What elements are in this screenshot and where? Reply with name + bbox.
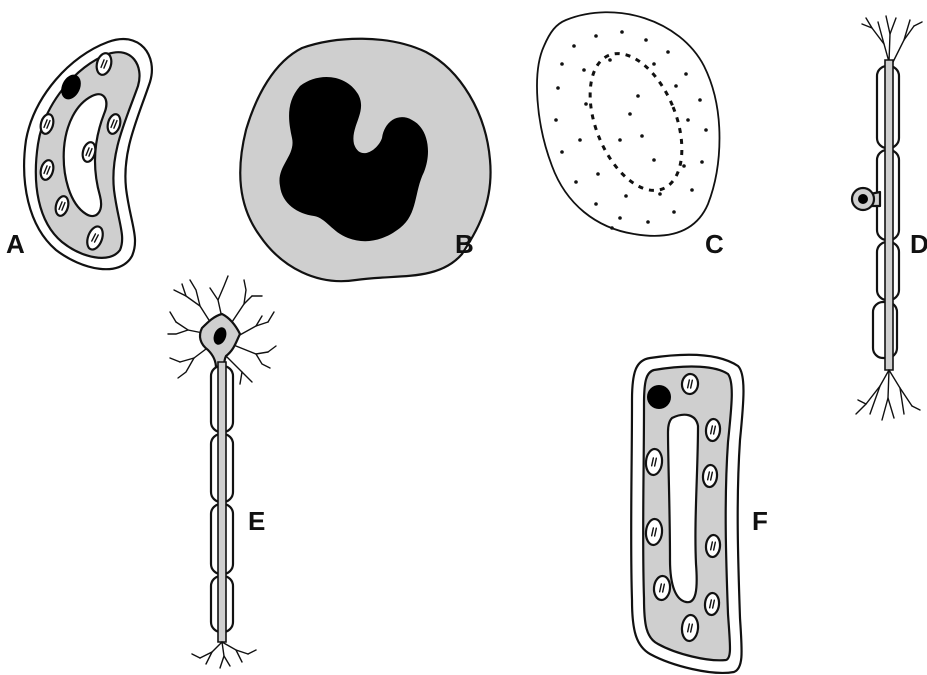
cell-b: B bbox=[240, 39, 490, 281]
cell-c: C bbox=[537, 12, 724, 259]
cell-c-label: C bbox=[705, 229, 724, 259]
cell-d-label: D bbox=[910, 229, 927, 259]
cell-c-dots bbox=[554, 30, 708, 230]
cell-a: A bbox=[6, 39, 152, 269]
cell-d-top-branches bbox=[862, 16, 922, 62]
cell-c-membrane bbox=[537, 12, 719, 236]
cell-d-bottom-branches bbox=[856, 370, 920, 420]
chloroplast bbox=[704, 592, 720, 615]
cell-d-axon bbox=[885, 60, 893, 370]
cell-e: E bbox=[168, 276, 276, 668]
cell-f: F bbox=[631, 355, 768, 673]
cell-c-inner-ring bbox=[572, 40, 700, 203]
cell-a-label: A bbox=[6, 229, 25, 259]
chloroplast bbox=[702, 464, 718, 487]
chloroplast bbox=[705, 418, 721, 441]
cell-e-terminals bbox=[192, 642, 256, 668]
chloroplast bbox=[705, 534, 721, 557]
cell-e-label: E bbox=[248, 506, 265, 536]
cell-b-label: B bbox=[455, 229, 474, 259]
cell-d: D bbox=[852, 16, 927, 420]
cell-f-label: F bbox=[752, 506, 768, 536]
cell-f-nucleus bbox=[647, 385, 671, 409]
chloroplast bbox=[681, 373, 699, 394]
cell-f-vacuole bbox=[668, 415, 698, 602]
cell-e-axon bbox=[218, 362, 226, 642]
cell-d-cell-body bbox=[852, 188, 880, 210]
chloroplast bbox=[653, 575, 671, 600]
